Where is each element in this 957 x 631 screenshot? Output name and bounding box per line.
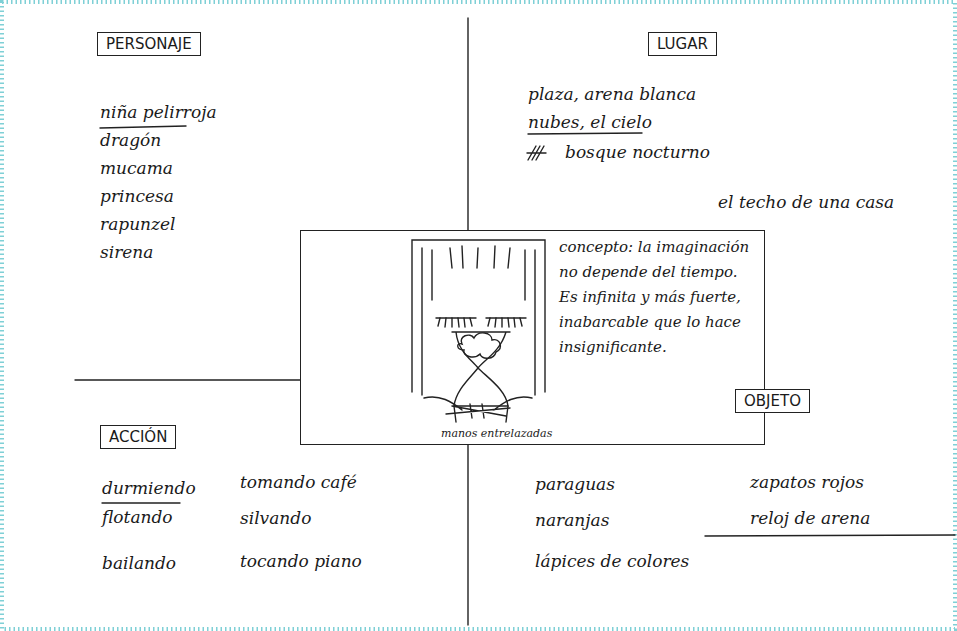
list-item: silvando: [240, 508, 311, 528]
divider-line: [467, 445, 468, 625]
list-item: bosque nocturno: [565, 142, 710, 162]
concept-note: concepto: la imaginación no depende del …: [559, 235, 757, 360]
bangs: [450, 246, 510, 268]
list-item: bailando: [102, 553, 176, 573]
underline: [100, 126, 186, 128]
underline: [705, 535, 955, 536]
list-item: plaza, arena blanca: [528, 84, 696, 104]
hourglass-top: [452, 332, 510, 368]
list-item: niña pelirroja: [100, 102, 217, 122]
list-item: lápices de colores: [535, 551, 689, 571]
heading-box: ACCIÓN: [100, 425, 176, 449]
list-item: nubes, el cielo: [528, 112, 652, 132]
heading-box: LUGAR: [648, 32, 717, 56]
eyelashes: [438, 318, 522, 327]
girl-illustration: [412, 240, 545, 422]
list-item: rapunzel: [100, 214, 176, 234]
list-item: el techo de una casa: [718, 192, 894, 212]
heading-text: OBJETO: [744, 392, 801, 410]
heading-text: LUGAR: [657, 35, 708, 53]
list-item: flotando: [102, 507, 173, 527]
illustration-caption: manos entrelazadas: [441, 427, 552, 440]
list-item: sirena: [100, 242, 153, 262]
heading-text: ACCIÓN: [109, 428, 167, 446]
cloud: [458, 333, 501, 358]
list-item: tomando café: [240, 472, 357, 492]
list-item: paraguas: [535, 474, 615, 494]
hands: [424, 397, 532, 418]
underline: [102, 502, 180, 503]
list-item: mucama: [100, 158, 173, 178]
scribble: [527, 146, 546, 160]
list-item: tocando piano: [240, 551, 362, 571]
list-item: naranjas: [535, 510, 609, 530]
underline: [528, 133, 642, 134]
divider-line: [467, 18, 468, 230]
concept-box: concepto: la imaginación no depende del …: [300, 230, 765, 445]
hourglass-bottom: [454, 368, 508, 406]
heading-text: PERSONAJE: [106, 35, 192, 53]
closed-eyes: [436, 317, 526, 318]
list-item: princesa: [100, 186, 174, 206]
hair-strand: [422, 248, 535, 395]
arms: [454, 406, 508, 422]
heading-box: PERSONAJE: [97, 32, 201, 56]
list-item: durmiendo: [102, 478, 196, 498]
list-item: zapatos rojos: [750, 472, 864, 492]
divider-line: [75, 379, 300, 380]
list-item: reloj de arena: [750, 508, 870, 528]
heading-box: OBJETO: [735, 389, 810, 413]
list-item: dragón: [100, 130, 161, 150]
